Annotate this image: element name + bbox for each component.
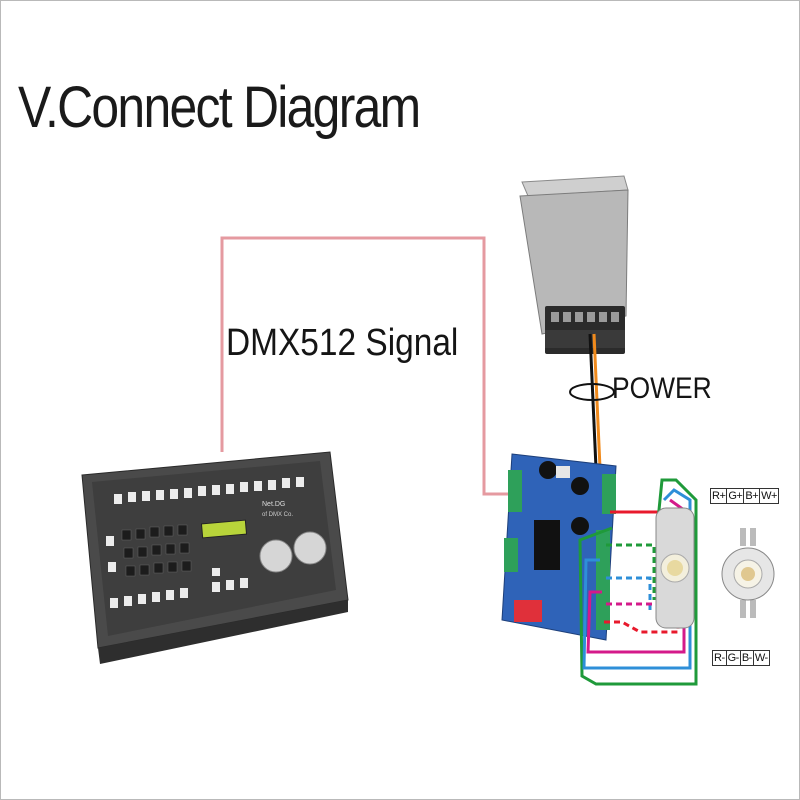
diagram-title: V.Connect Diagram (18, 75, 421, 140)
controller-model: of DMX Co. (262, 512, 293, 518)
dmx-controller: Net.DG of DMX Co. (81, 451, 349, 664)
pin-label: G- (727, 651, 741, 665)
dmx-decoder-board (501, 453, 617, 641)
controller-brand: Net.DG (262, 501, 285, 508)
blue-wire-negative (606, 576, 652, 610)
power-supply (519, 175, 629, 354)
green-wire-negative (606, 543, 656, 600)
power-label: POWER (612, 372, 712, 405)
rgbw-led (655, 507, 695, 629)
power-wire-black (588, 333, 598, 469)
led-reference (721, 528, 775, 618)
pin-label: B+ (745, 489, 761, 503)
magenta-wire-negative (606, 602, 664, 616)
power-cable-loop (569, 383, 615, 401)
pin-label: W+ (761, 490, 777, 502)
dmx-signal-wire (220, 236, 512, 496)
green-wire-positive (578, 478, 698, 686)
blue-wire-positive (582, 488, 692, 670)
led-positive-pins: R+ G+ B+ W+ (710, 488, 779, 504)
pin-label: G+ (728, 489, 745, 503)
red-wire-positive (610, 510, 660, 538)
led-negative-pins: R- G- B- W- (712, 650, 770, 666)
pin-label: B- (741, 651, 754, 665)
pin-label: R+ (712, 489, 728, 503)
dmx-signal-label: DMX512 Signal (226, 322, 459, 364)
power-wire-orange (592, 333, 602, 469)
pin-label: W- (754, 652, 768, 664)
pin-label: R- (714, 651, 727, 665)
